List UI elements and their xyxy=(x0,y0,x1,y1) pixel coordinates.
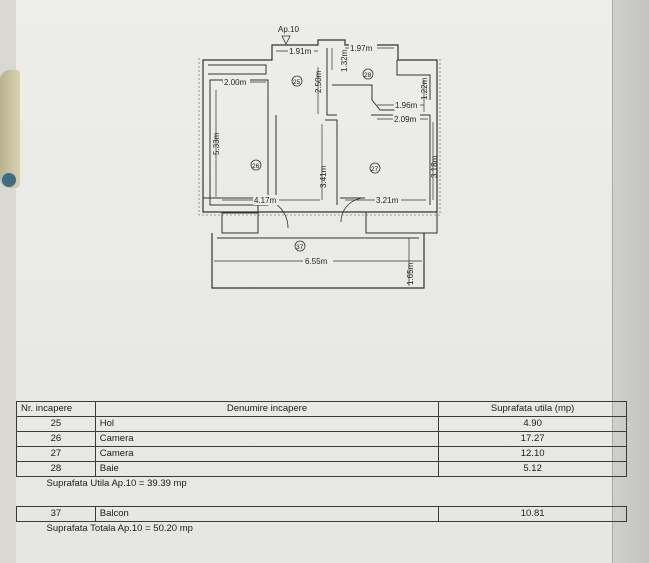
table-row: 28 Baie 5.12 xyxy=(16,461,627,477)
header-name: Denumire incapere xyxy=(94,401,440,417)
cell-nr: 28 xyxy=(16,461,96,477)
cell-name: Hol xyxy=(94,416,440,432)
dim-label: 5.33m xyxy=(212,132,221,155)
table-row: 27 Camera 12.10 xyxy=(16,446,627,462)
cell-nr: 27 xyxy=(16,446,96,462)
room-number: 27 xyxy=(371,166,379,173)
cell-area: 5.12 xyxy=(438,461,627,477)
total-row: Suprafata Totala Ap.10 = 50.20 mp xyxy=(16,521,627,536)
dim-label: 1.65m xyxy=(406,262,415,285)
cell-name: Camera xyxy=(94,446,440,462)
rooms-table: Nr. incapere Denumire incapere Suprafata… xyxy=(16,401,627,536)
dim-label: 1.91m xyxy=(289,47,312,56)
dim-label: 2.09m xyxy=(394,115,417,124)
floor-plan: Ap.10 1.91m 1.97m 1.32m 2.00m 2.50m 1.22… xyxy=(198,25,441,289)
dim-label: 2.50m xyxy=(314,70,323,93)
dim-label: 1.32m xyxy=(340,49,349,72)
room-number: 37 xyxy=(296,244,304,251)
table-row: 37 Balcon 10.81 xyxy=(16,506,627,522)
cell-nr: 26 xyxy=(16,431,96,447)
dim-label: 3.21m xyxy=(376,196,399,205)
cell-name: Camera xyxy=(94,431,440,447)
dim-label: 1.22m xyxy=(420,77,429,100)
apartment-marker: Ap.10 xyxy=(278,25,299,34)
binder-clip xyxy=(0,70,20,188)
room-number: 26 xyxy=(252,163,260,170)
room-number: 25 xyxy=(293,79,301,86)
cell-area: 12.10 xyxy=(438,446,627,462)
total-area: Suprafata Totala Ap.10 = 50.20 mp xyxy=(16,521,627,536)
room-number: 28 xyxy=(364,72,372,79)
cell-name: Balcon xyxy=(94,506,440,522)
table-header-row: Nr. incapere Denumire incapere Suprafata… xyxy=(16,401,627,417)
cell-nr: 37 xyxy=(16,506,96,522)
header-nr: Nr. incapere xyxy=(16,401,96,417)
dim-label: 2.00m xyxy=(224,78,247,87)
entry-arrow-icon xyxy=(281,35,291,45)
cell-area: 17.27 xyxy=(438,431,627,447)
dim-label: 3.41m xyxy=(319,165,328,188)
dim-label: 6.55m xyxy=(305,257,328,266)
table-row: 25 Hol 4.90 xyxy=(16,416,627,432)
cell-nr: 25 xyxy=(16,416,96,432)
dim-label: 1.96m xyxy=(395,101,418,110)
dim-label: 4.17m xyxy=(254,196,277,205)
cell-name: Baie xyxy=(94,461,440,477)
header-area: Suprafata utila (mp) xyxy=(438,401,627,417)
cell-area: 4.90 xyxy=(438,416,627,432)
spacer-row xyxy=(17,491,627,507)
total-util: Suprafata Utila Ap.10 = 39.39 mp xyxy=(16,476,627,491)
dim-label: 1.97m xyxy=(350,44,373,53)
dim-label: 3.18m xyxy=(430,155,439,178)
cell-area: 10.81 xyxy=(438,506,627,522)
total-util-row: Suprafata Utila Ap.10 = 39.39 mp xyxy=(16,476,627,491)
table-row: 26 Camera 17.27 xyxy=(16,431,627,447)
binder-dot xyxy=(2,173,16,187)
